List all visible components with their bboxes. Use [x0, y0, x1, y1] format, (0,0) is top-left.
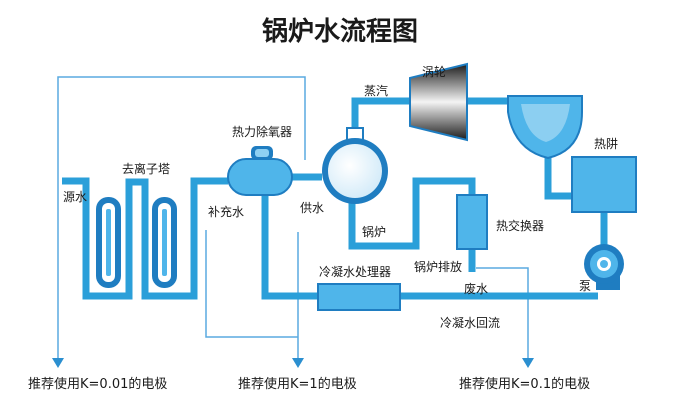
makeup-water-label: 补充水	[208, 204, 244, 219]
electrode-label-k1: 推荐使用K=1的电极	[238, 376, 357, 392]
process-pipes	[62, 97, 608, 300]
boiler	[322, 127, 388, 204]
electrode-arrows	[52, 358, 534, 368]
pump	[584, 244, 624, 290]
deaerator	[227, 146, 293, 196]
boiler-blowdown-label: 锅炉排放	[414, 259, 462, 274]
electrode-label-k001: 推荐使用K=0.01的电极	[28, 376, 167, 392]
pump-label: 泵	[579, 279, 591, 293]
condensate-treatment-unit	[317, 283, 401, 311]
turbine	[409, 62, 468, 142]
deaerator-label: 热力除氧器	[232, 124, 292, 139]
raw-water-label: 源水	[63, 190, 87, 204]
hot-well	[571, 156, 637, 213]
diagram-title: 锅炉水流程图	[262, 17, 418, 47]
hot-well-label: 热阱	[594, 137, 618, 151]
ion-exchange-tower-2	[152, 197, 177, 288]
feed-water-label: 供水	[300, 201, 324, 215]
waste-water-label: 废水	[464, 281, 488, 296]
ion-tower-label: 去离子塔	[122, 161, 170, 176]
condenser	[507, 95, 583, 160]
condensate-treatment-label: 冷凝水处理器	[319, 264, 391, 279]
steam-label: 蒸汽	[364, 83, 388, 98]
electrode-label-k01: 推荐使用K=0.1的电极	[459, 376, 590, 392]
ion-exchange-tower-1	[96, 197, 121, 288]
turbine-label: 涡轮	[422, 65, 446, 79]
boiler-label: 锅炉	[362, 224, 386, 239]
heat-exchanger-label: 热交换器	[496, 218, 544, 233]
heat-exchanger	[456, 194, 488, 250]
sampling-lines	[57, 76, 529, 362]
condensate-return-label: 冷凝水回流	[440, 315, 500, 330]
